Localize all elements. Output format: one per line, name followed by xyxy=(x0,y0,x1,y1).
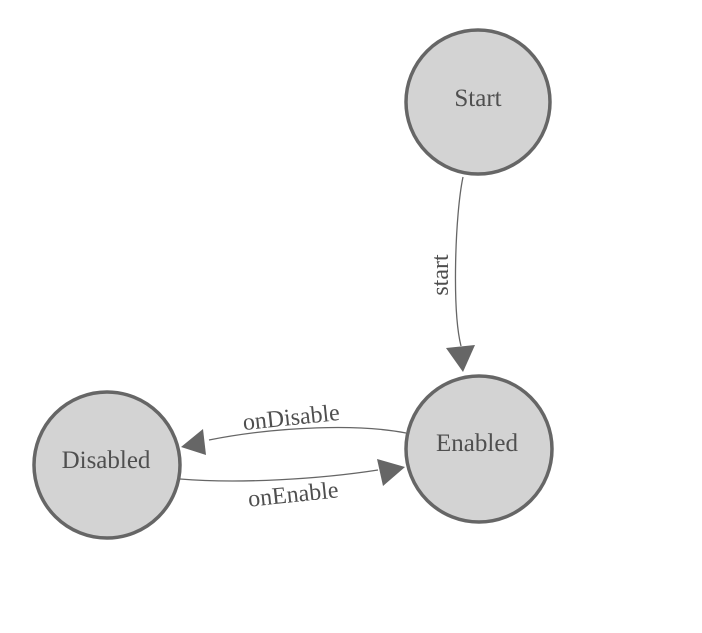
edge-label-ondisable: onDisable xyxy=(242,400,341,436)
node-circle-disabled xyxy=(32,390,182,540)
arrowhead-left-icon xyxy=(181,429,206,455)
node-circle-enabled xyxy=(404,374,554,524)
node-start: Start xyxy=(404,28,552,176)
node-disabled: Disabled xyxy=(32,390,182,540)
node-label-disabled: Disabled xyxy=(62,447,151,474)
edge-label-start: start xyxy=(428,254,454,296)
edge-start-to-enabled: start xyxy=(428,176,475,372)
edge-enabled-to-disabled: onDisable xyxy=(181,400,407,455)
edge-label-onenable: onEnable xyxy=(247,477,340,512)
node-circle-start xyxy=(404,28,552,176)
edge-line-start xyxy=(454,176,464,347)
node-label-enabled: Enabled xyxy=(436,430,518,457)
edge-line-onenable xyxy=(179,469,379,482)
node-label-start: Start xyxy=(454,85,501,112)
edge-disabled-to-enabled: onEnable xyxy=(179,459,405,513)
arrowhead-right-icon xyxy=(377,459,405,486)
arrowhead-down-icon xyxy=(446,345,475,372)
node-enabled: Enabled xyxy=(404,374,554,524)
edge-line-ondisable xyxy=(208,426,407,441)
